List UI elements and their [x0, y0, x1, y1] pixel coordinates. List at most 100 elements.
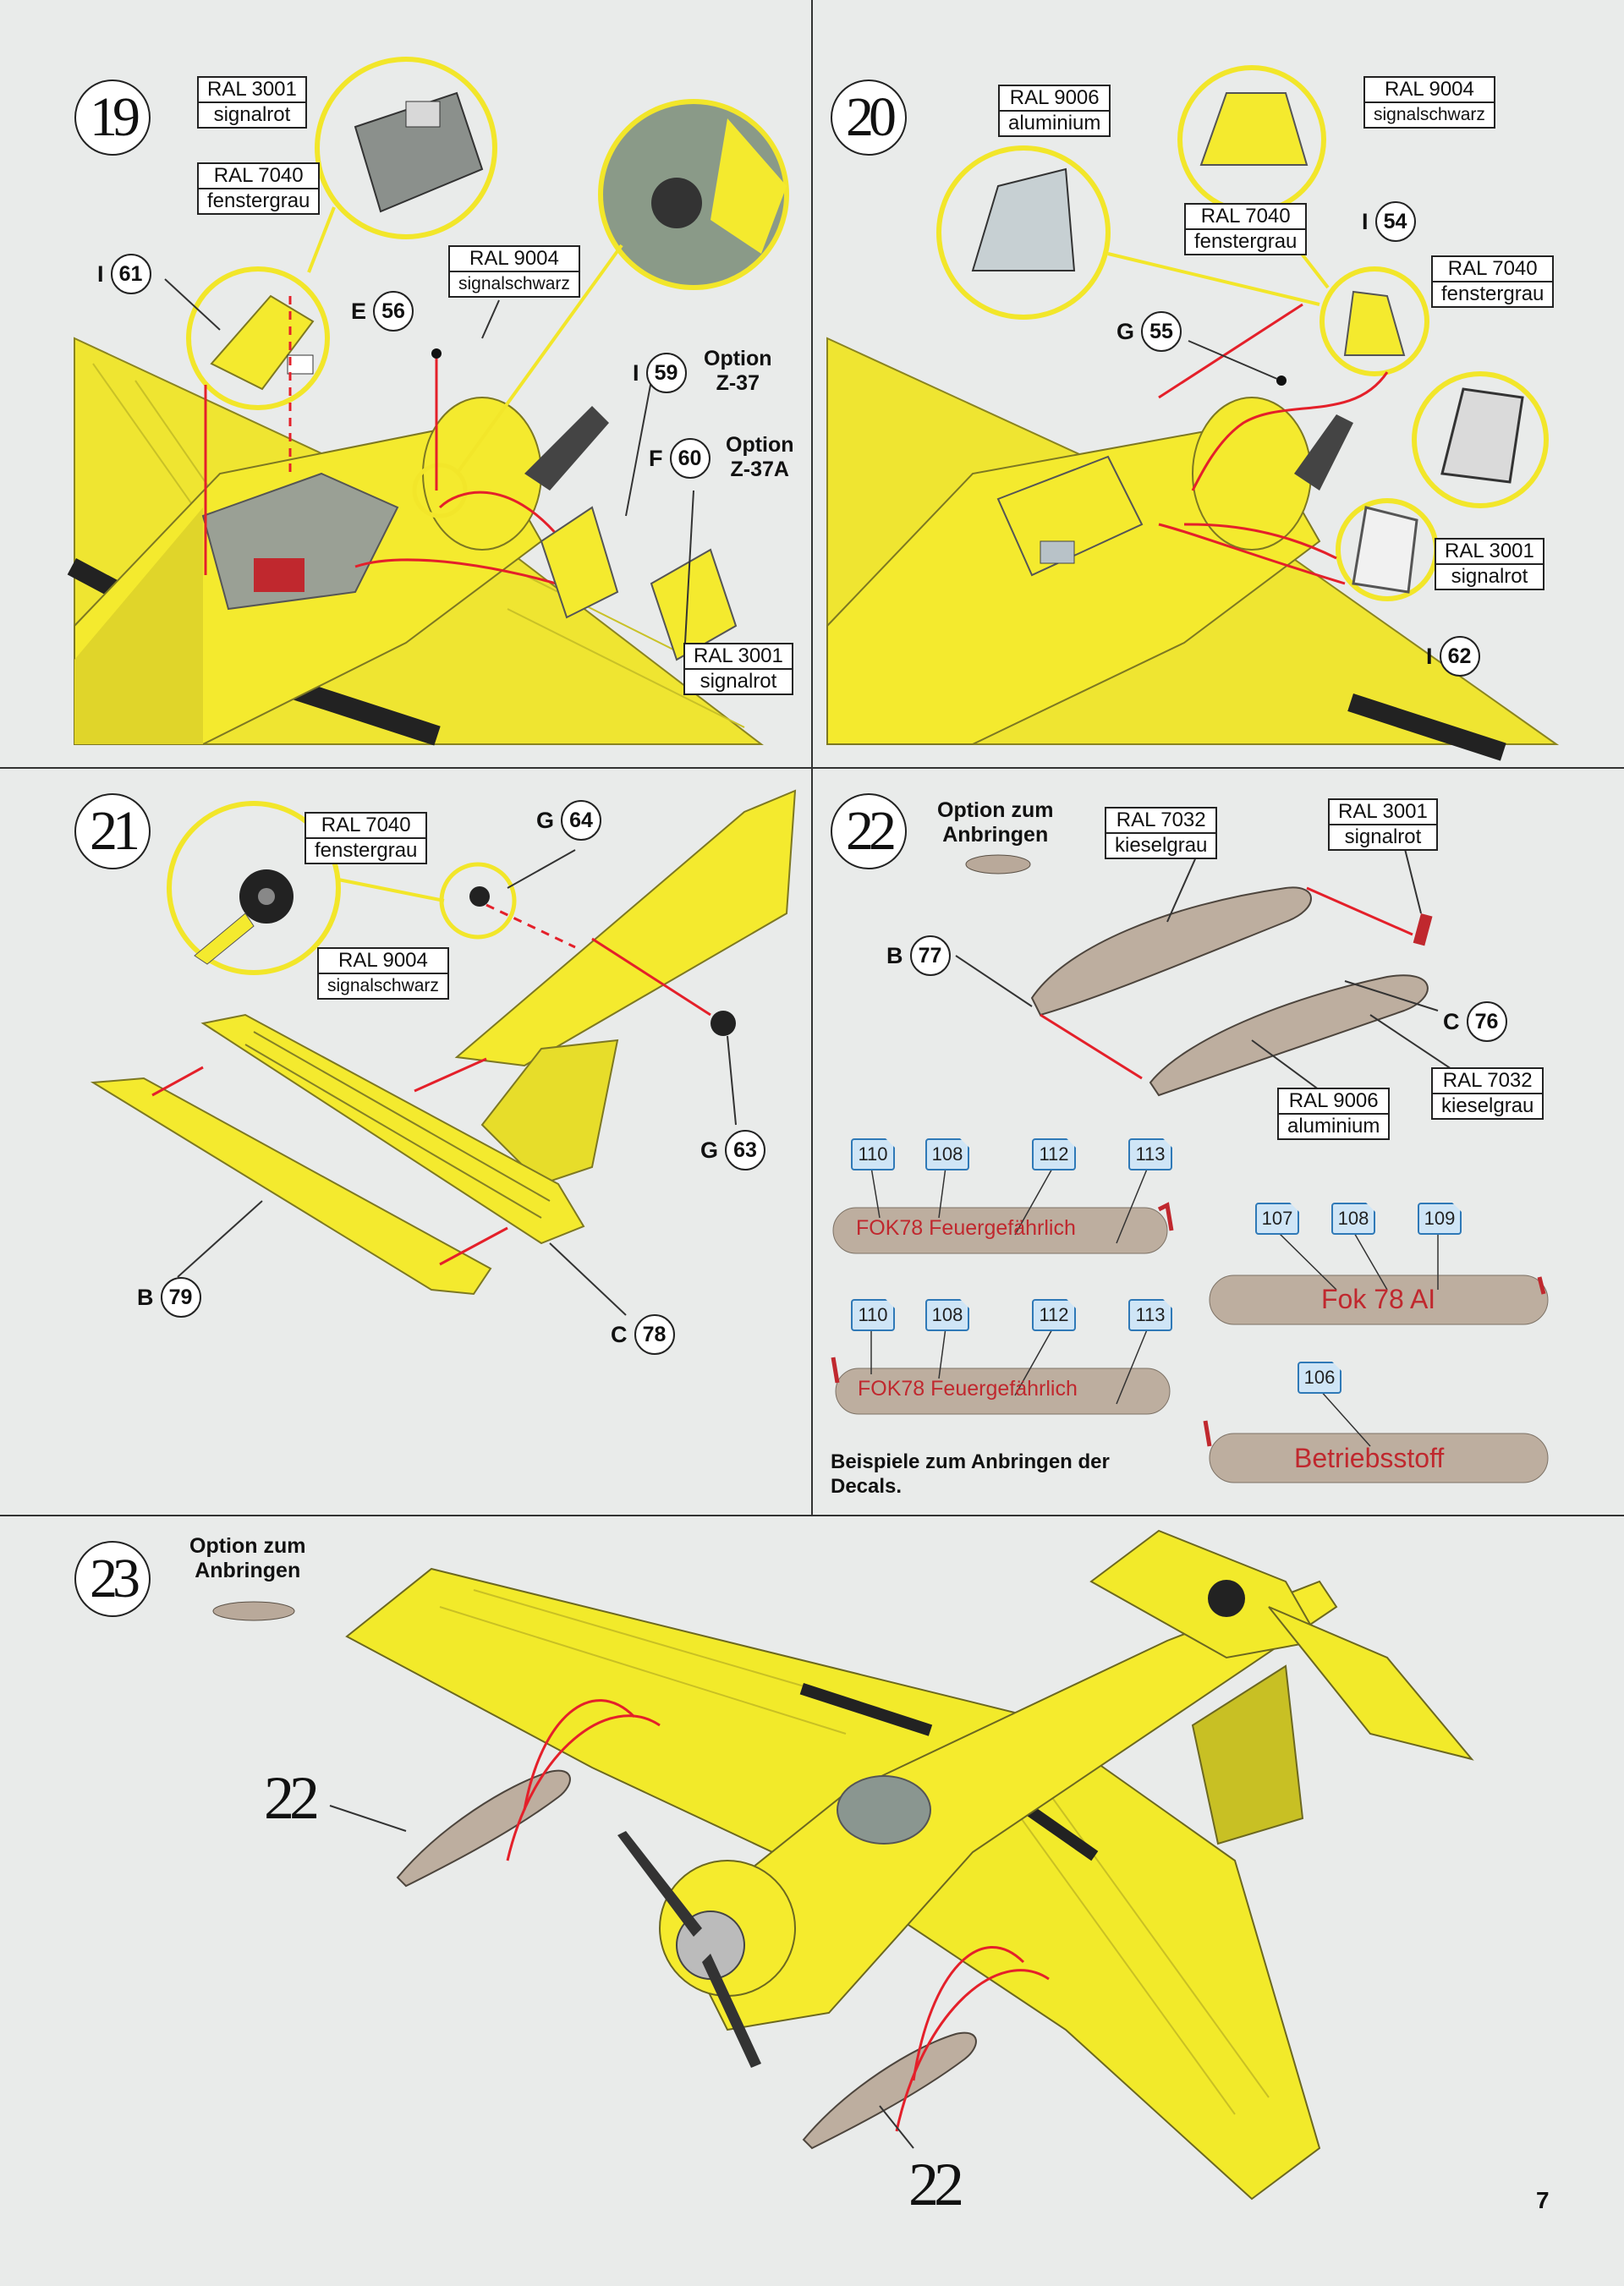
sprue-letter: I	[97, 260, 104, 287]
step20-aircraft	[826, 65, 1560, 761]
ral-code: RAL 3001	[685, 644, 792, 670]
part-i61: I 61	[97, 254, 151, 294]
step23-option-label: Option zum Anbringen	[189, 1534, 306, 1582]
decal-tag: 106	[1298, 1362, 1341, 1394]
part-number: 64	[561, 800, 602, 841]
sprue-letter: F	[649, 445, 663, 471]
ral-code: RAL 3001	[199, 78, 305, 103]
color-name: signalrot	[700, 670, 777, 693]
ral-code: RAL 9004	[1365, 78, 1494, 103]
color-callout-ral7040: RAL 7040 fenstergrau	[304, 812, 428, 864]
decal-tag: 108	[1331, 1203, 1375, 1235]
sprue-letter: B	[886, 942, 903, 968]
option-z37a: Option Z-37A	[726, 433, 794, 481]
sprue-letter: B	[137, 1284, 154, 1310]
part-number: 62	[1439, 636, 1480, 677]
ral-code: RAL 3001	[1330, 800, 1436, 825]
option-z37: Option Z-37	[704, 347, 772, 395]
color-callout-ral7040-left: RAL 7040 fenstergrau	[1184, 203, 1308, 255]
color-callout-ral9004: RAL 9004 signalschwarz	[448, 245, 580, 298]
part-number: 56	[373, 291, 414, 332]
color-name: fenstergrau	[1194, 230, 1298, 253]
color-callout-ral9006: RAL 9006 aluminium	[1277, 1088, 1391, 1140]
color-name: fenstergrau	[315, 839, 418, 862]
decal-tag: 107	[1255, 1203, 1299, 1235]
color-callout-ral3001-top: RAL 3001 signalrot	[197, 76, 307, 129]
part-i54: I 54	[1362, 201, 1416, 242]
color-name: aluminium	[1287, 1115, 1380, 1138]
color-name: signalschwarz	[1374, 105, 1485, 124]
color-name: aluminium	[1008, 112, 1101, 134]
part-number: 76	[1466, 1001, 1507, 1042]
part-g63: G 63	[700, 1130, 766, 1170]
sprue-letter: C	[611, 1321, 628, 1347]
part-e56: E 56	[351, 291, 414, 332]
part-g55: G 55	[1116, 311, 1182, 352]
sprue-letter: I	[633, 359, 639, 386]
decal-examples-caption: Beispiele zum Anbringen der Decals.	[831, 1450, 1110, 1498]
decal-tag: 113	[1128, 1138, 1172, 1170]
color-callout-ral7040: RAL 7040 fenstergrau	[197, 162, 321, 215]
color-callout-ral9004: RAL 9004 signalschwarz	[1363, 76, 1495, 129]
ral-code: RAL 9004	[450, 247, 579, 272]
step19-aircraft	[67, 57, 789, 746]
ral-code: RAL 7032	[1433, 1069, 1543, 1094]
sprue-letter: C	[1443, 1008, 1460, 1034]
color-callout-ral9006: RAL 9006 aluminium	[998, 85, 1111, 137]
ral-code: RAL 7040	[306, 814, 426, 839]
tank-text-betriebsstoff: Betriebsstoff	[1294, 1443, 1445, 1473]
tank-text-feuergefaehrlich-1: FOK78 Feuergefährlich	[856, 1216, 1076, 1240]
decal-tank-2	[1209, 1275, 1549, 1325]
part-number: 54	[1374, 201, 1416, 242]
decal-tag: 112	[1032, 1138, 1076, 1170]
sprue-letter: I	[1362, 208, 1369, 234]
decal-tag: 112	[1032, 1299, 1076, 1331]
decal-tag: 108	[925, 1138, 969, 1170]
part-i62: I 62	[1426, 636, 1480, 677]
part-number: 79	[160, 1277, 201, 1318]
part-c76: C 76	[1443, 1001, 1507, 1042]
step21-parts	[90, 789, 797, 1316]
decal-tank-1	[832, 1202, 1174, 1254]
part-number: 78	[634, 1314, 675, 1355]
color-name: signalrot	[213, 103, 291, 126]
step-22-number: 22	[831, 793, 907, 869]
ral-code: RAL 9004	[319, 949, 447, 974]
decal-tag: 110	[851, 1138, 895, 1170]
step22-option-label: Option zum Anbringen	[937, 798, 1054, 847]
part-g64: G 64	[536, 800, 602, 841]
tank-text-feuergefaehrlich-2: FOK78 Feuergefährlich	[858, 1377, 1078, 1401]
part-number: 60	[669, 438, 710, 479]
ral-code: RAL 7032	[1106, 809, 1216, 834]
decal-tag: 108	[925, 1299, 969, 1331]
color-name: signalschwarz	[327, 976, 439, 995]
step-20-number: 20	[831, 79, 907, 156]
decal-tank-3	[831, 1357, 1171, 1415]
step-23-number: 23	[74, 1541, 151, 1617]
ral-code: RAL 7040	[1433, 257, 1553, 282]
ral-code: RAL 3001	[1436, 540, 1543, 565]
color-callout-ral7032-top: RAL 7032 kieselgrau	[1105, 807, 1218, 859]
tank-text-fok78ai: Fok 78 AI	[1321, 1284, 1436, 1314]
sprue-letter: G	[536, 807, 555, 833]
step22-reference-upper: 22	[264, 1764, 320, 1832]
decal-tank-4	[1203, 1420, 1549, 1483]
part-number: 55	[1141, 311, 1182, 352]
part-f60: F 60	[649, 438, 710, 479]
sprue-letter: G	[700, 1137, 719, 1163]
step22-reference-lower: 22	[908, 2151, 964, 2218]
part-number: 59	[645, 353, 687, 393]
sprue-letter: G	[1116, 318, 1135, 344]
step-21-number: 21	[74, 793, 151, 869]
ral-code: RAL 7040	[1186, 205, 1306, 230]
decal-tag: 113	[1128, 1299, 1172, 1331]
color-name: signalschwarz	[458, 274, 570, 293]
color-callout-ral3001-bottom: RAL 3001 signalrot	[683, 643, 793, 695]
step23-aircraft	[212, 1529, 1474, 2201]
part-i59: I 59	[633, 353, 687, 393]
step-19-number: 19	[74, 79, 151, 156]
ral-code: RAL 7040	[199, 164, 319, 189]
part-number: 77	[909, 935, 951, 976]
step22-droptanks	[831, 845, 1549, 1483]
